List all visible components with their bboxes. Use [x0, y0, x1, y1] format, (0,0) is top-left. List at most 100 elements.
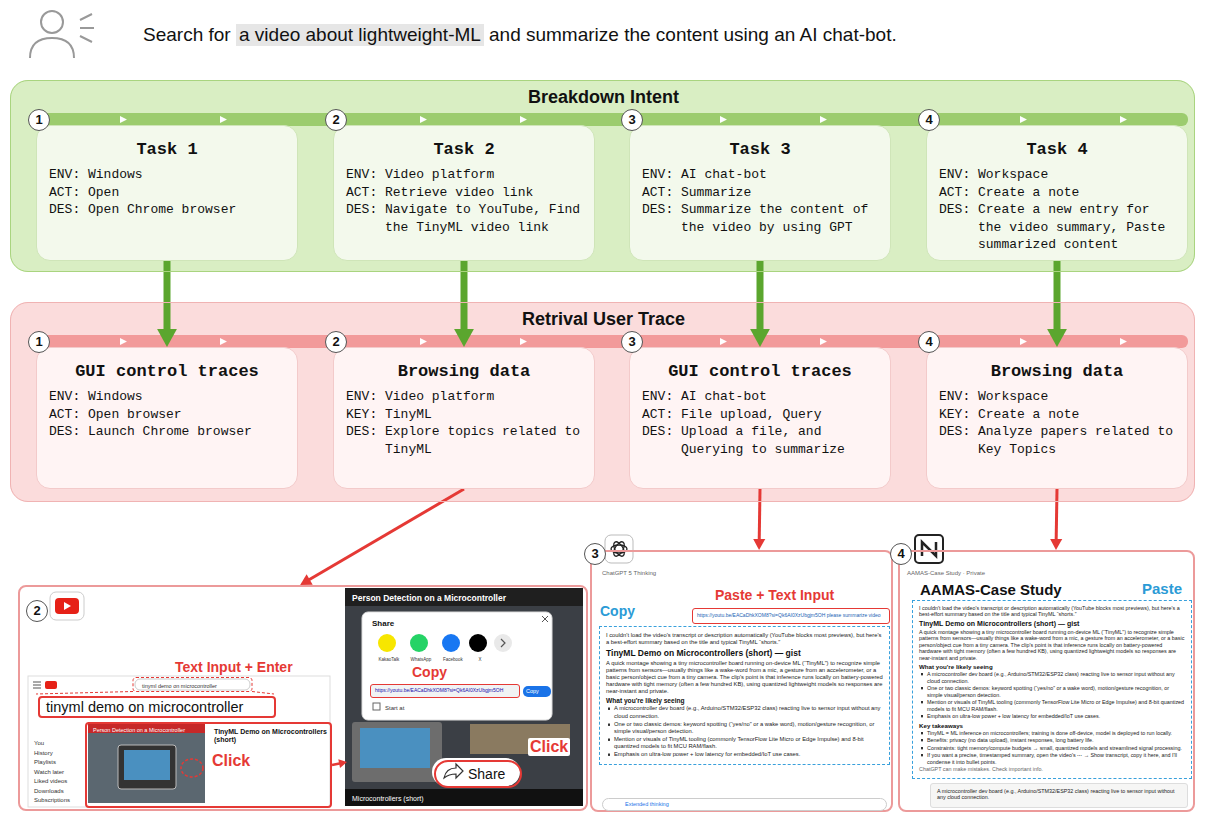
search-field [135, 679, 250, 690]
bullet-text: One or two classic demos: keyword spotti… [606, 721, 883, 735]
box-title: Task 4 [939, 140, 1175, 159]
arrow-head [338, 759, 347, 768]
field-line: DES: Open Chrome browser [49, 201, 285, 219]
arrow-head [1047, 329, 1067, 347]
trace-box: Browsing dataENV: WorkspaceKEY: Create a… [926, 347, 1188, 489]
video-player: Person Detection on a MicrocontrollerMic… [347, 590, 585, 808]
logo-loop [612, 540, 627, 558]
step-number: 3 [621, 109, 643, 131]
step-number: 4 [918, 331, 940, 353]
step-number: 3 [621, 331, 643, 353]
field-line: ACT: Summarize [642, 184, 878, 202]
field-line: ENV: Windows [49, 166, 285, 184]
user-head [41, 11, 63, 33]
player-bottom-bar [345, 789, 583, 806]
youtube-mini-logo [45, 681, 57, 689]
flow-arrow [332, 759, 347, 768]
prompt-text: Search for [143, 24, 231, 46]
field-line: ENV: Video platform [346, 388, 582, 406]
section-heading: What you're likely seeing [606, 697, 883, 704]
text-line: X [472, 657, 488, 662]
bullet-text: Mention or visuals of TinyML tooling (co… [606, 736, 883, 750]
hamburger-icon [33, 682, 41, 688]
note-block: A microcontroller dev board (e.g., Ardui… [930, 783, 1188, 808]
task-box: Task 1ENV: WindowsACT: OpenDES: Open Chr… [36, 125, 298, 261]
kakaotalk-icon [378, 634, 396, 652]
box-title: Task 3 [642, 140, 878, 159]
youtube-screenshot [28, 676, 330, 807]
text-line: Watch later [34, 769, 64, 776]
share-button: Share [434, 760, 522, 788]
field-line: DES: Upload a file, and Querying to summ… [642, 423, 878, 458]
flow-arrow [300, 489, 464, 585]
annotation: Copy [600, 603, 635, 619]
green-band-fill [10, 80, 1195, 272]
youtube-icon [55, 598, 79, 614]
task-box: Task 3 ENV: AI chat-botACT: SummarizeDES:… [629, 125, 891, 261]
step-badge: 4 [890, 543, 912, 565]
step-badge: 3 [584, 543, 606, 565]
bullet-text: Emphasis on ultra-low power + low latenc… [606, 751, 883, 758]
field-line: DES: Summarize the content of the video … [642, 201, 878, 236]
field-line: ACT: Create a note [939, 184, 1175, 202]
step-number: 4 [918, 109, 940, 131]
arrow-head [454, 329, 474, 347]
voice-lines [80, 14, 94, 42]
flow-arrow [1050, 489, 1062, 550]
task-box: Task 2ENV: Video platformACT: Retrieve v… [333, 125, 595, 261]
annotation: Copy [412, 664, 447, 680]
text-line: I couldn't load the video's transcript o… [606, 632, 883, 646]
flow-arrow [157, 261, 177, 347]
field-line: ACT: Open browser [49, 406, 285, 424]
box-title: Browsing data [346, 362, 582, 381]
text-line: Subscriptions [34, 797, 70, 804]
arrow-line [1055, 489, 1059, 541]
bullet-text: If you want a precise, timestamped summa… [919, 752, 1185, 765]
field-line: DES: Analyze papers related to Key Topic… [939, 423, 1175, 458]
bullet-text: A microcontroller dev board (e.g., Ardui… [606, 705, 883, 719]
panel-fill [590, 550, 893, 812]
text-line: ChatGPT can make mistakes. Check importa… [919, 766, 1185, 772]
text-line: A quick montage showing a tiny microcont… [606, 660, 883, 695]
notion-logo-frame [915, 535, 943, 563]
trace-box: GUI control tracesENV: AI chat-botACT: F… [629, 347, 891, 489]
field-line: DES: Explore topics related to TinyML [346, 423, 582, 458]
field-line: ENV: Video platform [346, 166, 582, 184]
text-line: AAMAS-Case Study · Private [907, 570, 985, 576]
text-line: Person Detection on a Microcontroller [93, 727, 208, 734]
device-picture [118, 745, 176, 789]
box-title: GUI control traces [49, 362, 285, 381]
trace-band: Retrival User TraceGUI control tracesENV… [10, 302, 1195, 502]
arrow-line [308, 489, 464, 581]
arrow-head [750, 329, 770, 347]
text-line: I couldn't load the video's transcript o… [919, 605, 1185, 618]
field-line: KEY: Create a note [939, 406, 1175, 424]
section-heading: What you're likely seeing [919, 663, 1185, 670]
bullet-text: A microcontroller dev board (e.g., Ardui… [919, 671, 1185, 684]
arrow-line [758, 489, 762, 541]
annotation: Text Input + Enter [175, 659, 293, 675]
field-line: KEY: TinyML [346, 406, 582, 424]
field-line: ACT: Open [49, 184, 285, 202]
flow-arrow [454, 261, 474, 347]
text-line: Facebook [439, 657, 467, 662]
intent-band: Breakdown IntentTask 1ENV: WindowsACT: O… [10, 80, 1195, 272]
bullet-text: One or two classic demos: keyword spotti… [919, 685, 1185, 698]
step-number: 2 [325, 331, 347, 353]
panel-fill [898, 550, 1195, 812]
video-player [345, 588, 583, 806]
field-line: ENV: Workspace [939, 388, 1175, 406]
field-line: DES: Launch Chrome browser [49, 423, 285, 441]
text-line: Start at [385, 705, 404, 712]
step-number: 1 [28, 331, 50, 353]
text-line: KakaoTalk [375, 657, 403, 662]
chat-input-bar: Extended thinking [602, 798, 887, 811]
page-heading: AAMAS-Case Study [920, 581, 1062, 598]
text-line: https://youtu.be/EACaDhkXOM8?si=Qk6AI0Xz… [375, 687, 515, 693]
section-heading: Key takeaways [919, 722, 1185, 729]
more-icon [494, 634, 512, 652]
close-icon [542, 616, 548, 622]
field-line: ENV: AI chat-bot [642, 166, 878, 184]
logo-loop [612, 540, 627, 558]
